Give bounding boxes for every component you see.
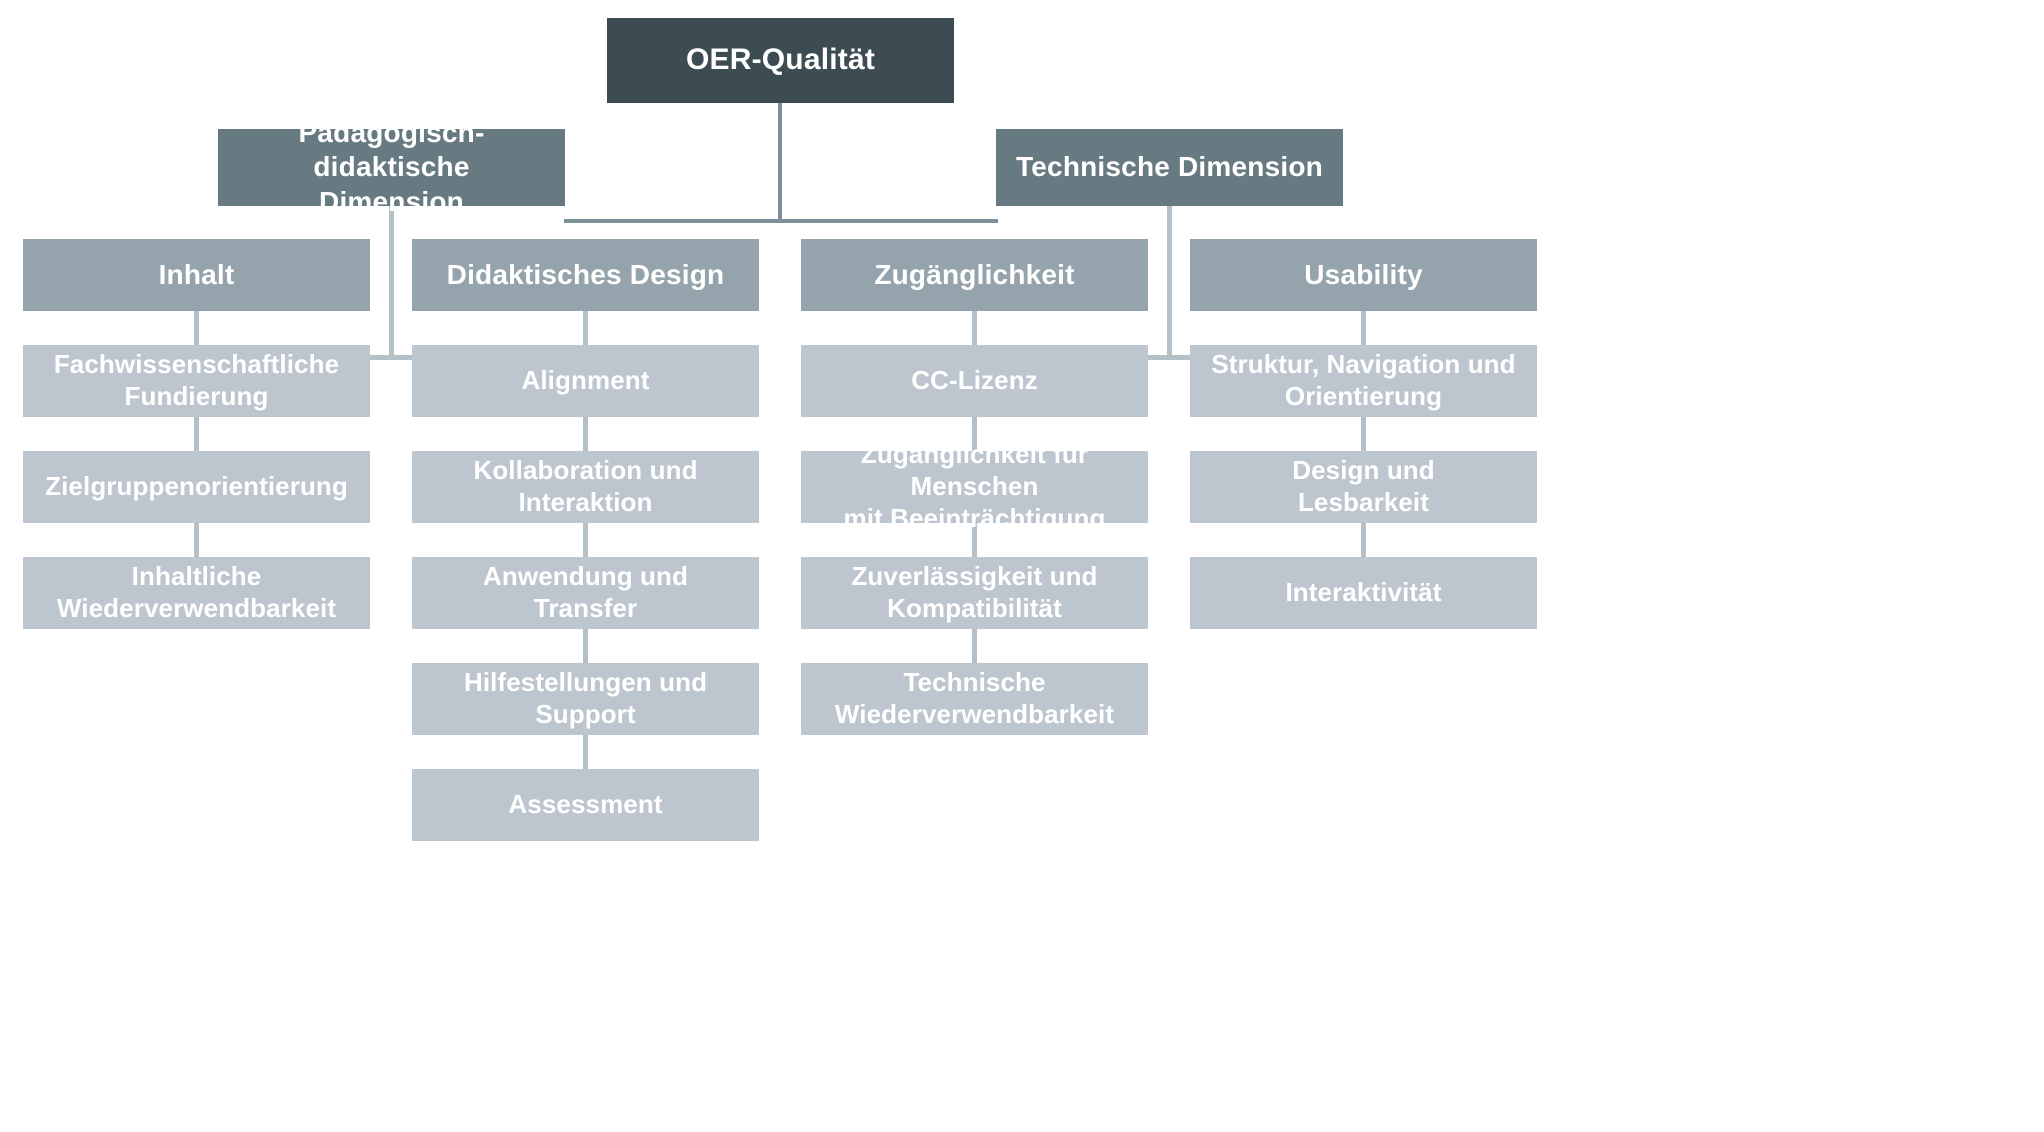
node-label: Zugänglichkeit [874, 258, 1075, 290]
node-label-line1: Zielgruppenorientierung [45, 471, 348, 502]
node-label-line2: Lesbarkeit [1297, 487, 1430, 517]
node-label: Inhalt [158, 258, 235, 290]
connector-col2-c0 [583, 311, 588, 346]
node-criterion-kollaboration-und-interaktion[interactable]: Kollaboration und Interaktion [412, 451, 759, 523]
node-criterion-zuverlaessigkeit-und-kompatibilitaet[interactable]: Zuverlässigkeit und Kompatibilität [801, 557, 1148, 629]
node-criterion-cc-lizenz[interactable]: CC-Lizenz [801, 345, 1148, 417]
node-category-zugaenglichkeit[interactable]: Zugänglichkeit [801, 239, 1148, 311]
node-label-line1: Assessment [508, 789, 663, 820]
connector-col2-c4 [583, 735, 588, 770]
connector-dimensions-horizontal [564, 219, 998, 223]
node-criterion-assessment[interactable]: Assessment [412, 769, 759, 841]
connector-col3-c3 [972, 629, 977, 664]
node-label-line1: Struktur, Navigation und [1211, 349, 1516, 380]
node-label-line1: Zuverlässigkeit und [851, 561, 1098, 592]
node-label-line2: Fundierung [124, 381, 269, 411]
node-category-usability[interactable]: Usability [1190, 239, 1537, 311]
node-label: Technische Dimension [1016, 151, 1323, 183]
node-label-line2: Wiederverwendbarkeit [834, 699, 1115, 729]
node-label-line2: Kompatibilität [887, 593, 1062, 623]
node-label: Didaktisches Design [446, 258, 725, 290]
node-label-line2: Interaktion [518, 487, 653, 517]
node-criterion-struktur-navigation-orientierung[interactable]: Struktur, Navigation und Orientierung [1190, 345, 1537, 417]
node-criterion-fachwissenschaftliche-fundierung[interactable]: Fachwissenschaftliche Fundierung [23, 345, 370, 417]
node-criterion-technische-wiederverwendbarkeit[interactable]: Technische Wiederverwendbarkeit [801, 663, 1148, 735]
node-label-line2: Support [535, 699, 636, 729]
node-label: OER-Qualität [685, 43, 876, 77]
connector-pedagogic-category-bar [196, 355, 587, 360]
node-criterion-zielgruppenorientierung[interactable]: Zielgruppenorientierung [23, 451, 370, 523]
node-category-inhalt[interactable]: Inhalt [23, 239, 370, 311]
node-dimension-technical[interactable]: Technische Dimension [996, 129, 1343, 206]
node-root-oer-qualitaet[interactable]: OER-Qualität [607, 18, 954, 103]
node-label-line1: Fachwissenschaftliche [53, 349, 340, 380]
node-label-line1: Technische [903, 667, 1046, 698]
connector-col4-c2 [1361, 523, 1366, 558]
connector-col1-c1 [194, 417, 199, 452]
node-label-line2: Transfer [533, 593, 638, 623]
node-label-line1: Zugänglichkeit für Menschen [860, 439, 1089, 502]
node-criterion-alignment[interactable]: Alignment [412, 345, 759, 417]
node-label-line1: Hilfestellungen und [463, 667, 708, 698]
node-label-line1: Inhaltliche [131, 561, 262, 592]
node-label-line1: Pädagogisch-didaktische [298, 117, 485, 183]
node-criterion-inhaltliche-wiederverwendbarkeit[interactable]: Inhaltliche Wiederverwendbarkeit [23, 557, 370, 629]
node-label-line2: Wiederverwendbarkeit [56, 593, 337, 623]
node-label-line2: Orientierung [1284, 381, 1443, 411]
connector-col4-c0 [1361, 311, 1366, 346]
connector-col2-c3 [583, 629, 588, 664]
node-criterion-interaktivitaet[interactable]: Interaktivität [1190, 557, 1537, 629]
connector-root-vertical [778, 103, 782, 221]
connector-pedagogic-vertical [389, 206, 394, 359]
connector-technical-vertical [1167, 206, 1172, 359]
node-label-line1: Design und [1292, 455, 1435, 486]
connector-col4-c1 [1361, 417, 1366, 452]
connector-col2-c1 [583, 417, 588, 452]
connector-col3-c0 [972, 311, 977, 346]
node-dimension-pedagogic[interactable]: Pädagogisch-didaktische Dimension [218, 117, 565, 217]
connector-col1-c0 [194, 311, 199, 346]
node-label: Usability [1304, 258, 1423, 290]
node-label-line1: Interaktivität [1285, 577, 1442, 608]
node-criterion-zugaenglichkeit-fuer-menschen[interactable]: Zugänglichkeit für Menschen mit Beeinträ… [801, 439, 1148, 533]
connector-col3-c2 [972, 523, 977, 558]
node-criterion-anwendung-und-transfer[interactable]: Anwendung und Transfer [412, 557, 759, 629]
node-criterion-design-und-lesbarkeit[interactable]: Design und Lesbarkeit [1190, 451, 1537, 523]
connector-col3-c1 [972, 417, 977, 452]
node-label-line2: Dimension [319, 185, 464, 217]
node-label-line2: mit Beeinträchtigung [843, 502, 1106, 533]
node-criterion-hilfestellungen-und-support[interactable]: Hilfestellungen und Support [412, 663, 759, 735]
node-label-line1: Anwendung und [483, 561, 688, 592]
node-label-line1: CC-Lizenz [911, 365, 1038, 396]
node-label-line1: Kollaboration und [473, 455, 698, 486]
connector-col2-c2 [583, 523, 588, 558]
connector-technical-category-bar [974, 355, 1365, 360]
node-label-line1: Alignment [521, 365, 650, 396]
node-category-didaktisches-design[interactable]: Didaktisches Design [412, 239, 759, 311]
connector-col1-c2 [194, 523, 199, 558]
